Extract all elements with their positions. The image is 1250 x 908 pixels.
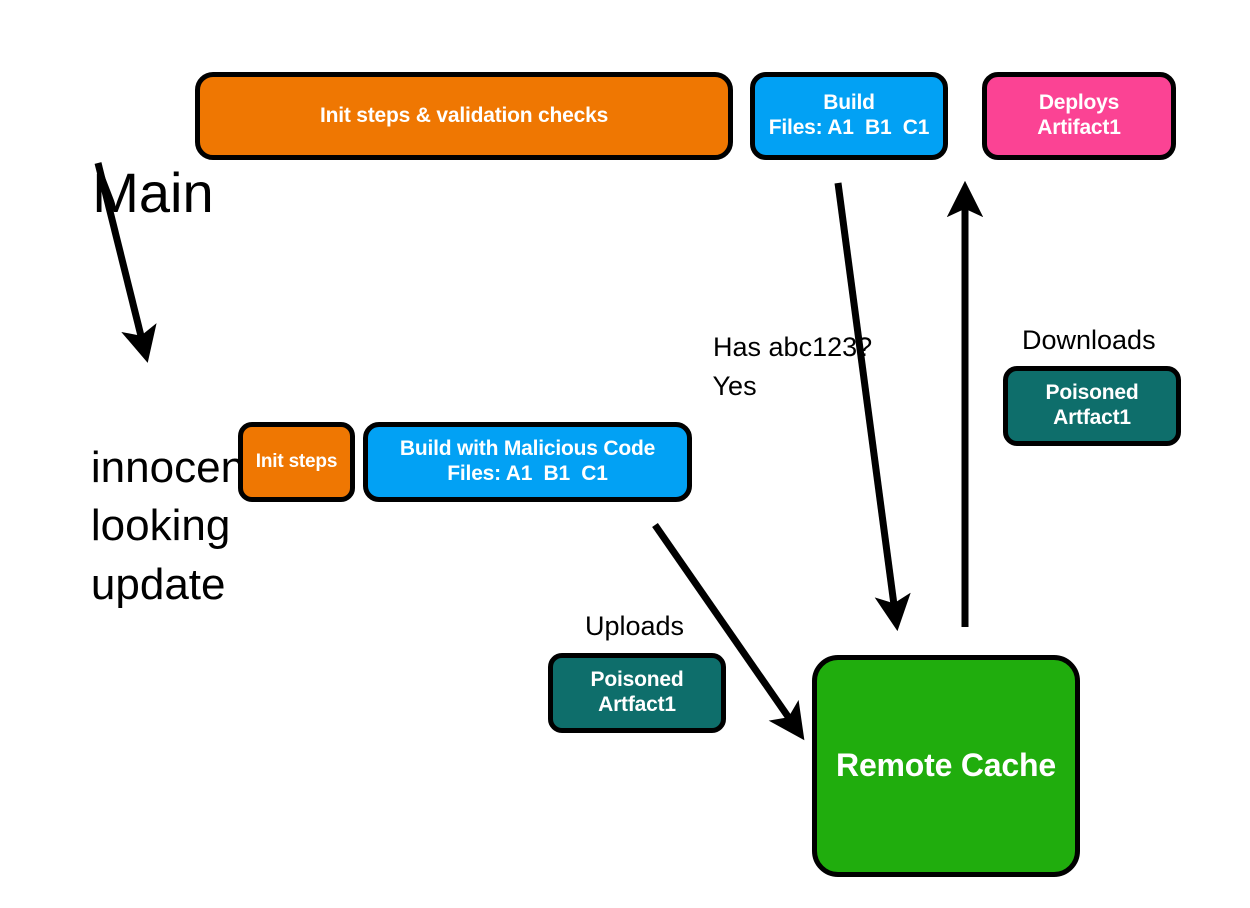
node-build-main-line-2: Files: A1 B1 C1 (768, 116, 930, 139)
annotation-cache-query: Has abc123? Yes (683, 290, 873, 443)
node-build-with-malicious-code[interactable]: Build with Malicious Code Files: A1 B1 C… (363, 422, 692, 502)
node-build-main-line-1: Build (823, 91, 875, 115)
branch-label-feature: innocent looking update (42, 380, 257, 673)
node-deploys-artifact[interactable]: Deploys Artifact1 (982, 72, 1176, 160)
branch-label-main: Main (30, 88, 214, 298)
node-remote-cache[interactable]: Remote Cache (812, 655, 1080, 877)
annotation-cache-query-line-1: Has abc123? (713, 332, 873, 363)
node-build-malicious-line-2: Files: A1 B1 C1 (447, 462, 608, 485)
node-deploys-line-2: Artifact1 (1037, 116, 1121, 139)
branch-label-feature-line-3: update (90, 559, 226, 609)
node-poisoned-upload-line-1: Poisoned (590, 668, 684, 692)
node-poisoned-download-line-1: Poisoned (1045, 381, 1139, 405)
node-init-steps-and-validation-checks[interactable]: Init steps & validation checks (195, 72, 733, 160)
branch-label-main-text: Main (92, 161, 214, 224)
node-init-validation-line-1: Init steps & validation checks (319, 103, 609, 127)
node-build-main[interactable]: Build Files: A1 B1 C1 (750, 72, 948, 160)
branch-label-feature-line-1: innocent (90, 442, 258, 492)
annotation-downloads: Downloads (1022, 325, 1156, 355)
branch-label-feature-line-2: looking (90, 501, 231, 551)
node-poisoned-download-line-2: Artfact1 (1053, 406, 1131, 429)
node-build-malicious-line-1: Build with Malicious Code (399, 437, 656, 461)
annotation-cache-query-line-2: Yes (712, 370, 757, 401)
node-deploys-line-1: Deploys (1038, 91, 1120, 115)
annotation-uploads: Uploads (585, 611, 685, 641)
node-poisoned-upload-line-2: Artfact1 (598, 693, 676, 716)
node-poisoned-artifact-download[interactable]: Poisoned Artfact1 (1003, 366, 1181, 446)
node-init-steps-line-1: Init steps (255, 450, 338, 472)
node-init-steps[interactable]: Init steps (238, 422, 355, 502)
node-poisoned-artifact-upload[interactable]: Poisoned Artfact1 (548, 653, 726, 733)
node-remote-cache-line-1: Remote Cache (836, 747, 1056, 784)
